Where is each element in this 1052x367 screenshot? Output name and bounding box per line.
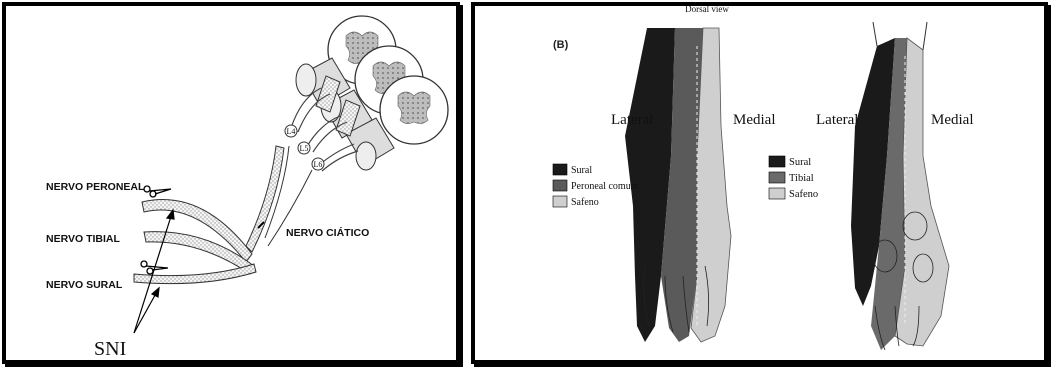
sni-diagram-panel: L4 L5 L6 <box>2 2 460 364</box>
legend-2-sural: Sural <box>789 157 811 168</box>
legend-1-safeno: Safeno <box>571 197 599 208</box>
paw-innervation-panel: (B) <box>471 2 1048 364</box>
paw-1 <box>625 28 731 342</box>
paw-2 <box>851 22 949 350</box>
top-cut-text: Dorsal view <box>685 6 729 14</box>
panel-letter: (B) <box>553 39 569 51</box>
lateral-label-2: Lateral <box>816 112 858 128</box>
l5-label: L5 <box>300 144 309 153</box>
legend-1-sural: Sural <box>571 165 592 176</box>
peroneal-label: NERVO PERONEAL <box>46 181 145 193</box>
legend-paw-2: Sural Tibial Safeno <box>769 156 818 200</box>
lateral-label-1: Lateral <box>611 112 653 128</box>
legend-paw-1: Sural Peroneal comum Safeno <box>553 164 639 208</box>
sni-arrows <box>134 210 174 333</box>
legend-2-tibial: Tibial <box>789 173 814 184</box>
scissors-icon <box>144 186 171 197</box>
nerve-branches <box>134 200 256 284</box>
legend-2-safeno: Safeno <box>789 189 818 200</box>
medial-label-1: Medial <box>733 112 776 128</box>
l6-label: L6 <box>314 160 323 169</box>
sciatic-label: NERVO CIÁTICO <box>286 226 369 239</box>
peroneal-branch <box>142 200 252 262</box>
tibial-label: NERVO TIBIAL <box>46 233 120 245</box>
paw-innervation-diagram: (B) <box>475 6 1044 360</box>
sural-label: NERVO SURAL <box>46 279 123 291</box>
sni-label: SNI <box>94 338 126 360</box>
l4-label: L4 <box>287 127 296 136</box>
sni-diagram: L4 L5 L6 <box>6 6 456 360</box>
medial-label-2: Medial <box>931 112 974 128</box>
legend-1-peroneal: Peroneal comum <box>571 181 639 192</box>
